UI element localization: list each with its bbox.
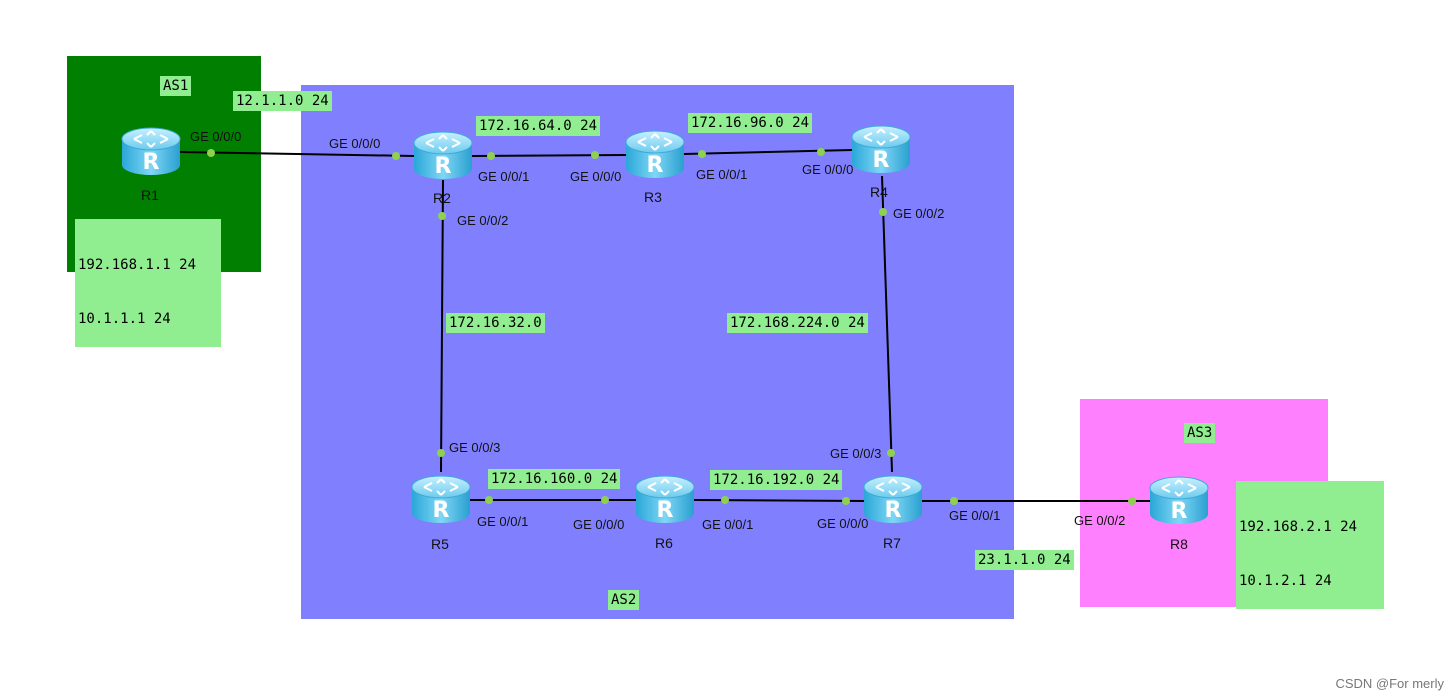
loopback-r8-1: 192.168.2.1 24 <box>1239 519 1358 535</box>
loopback-r1-2: 10.1.1.1 24 <box>78 311 171 327</box>
router-icon[interactable] <box>410 469 472 531</box>
port-dot <box>1128 497 1136 505</box>
port-label-r1-g000: GE 0/0/0 <box>190 129 242 144</box>
link-r3-r4 <box>683 149 853 155</box>
network-label-r4-r7: 172.168.224.0 24 <box>727 313 868 333</box>
port-label-r2-g002: GE 0/0/2 <box>457 213 509 228</box>
port-label-r5-g003: GE 0/0/3 <box>449 440 501 455</box>
network-label-r1-r2: 12.1.1.0 24 <box>233 91 332 111</box>
network-label-r5-r6: 172.16.160.0 24 <box>488 469 621 489</box>
port-dot <box>879 208 887 216</box>
network-label-r7-r8: 23.1.1.0 24 <box>975 550 1074 570</box>
port-dot <box>207 149 215 157</box>
router-icon[interactable] <box>1148 470 1210 532</box>
port-dot <box>437 449 445 457</box>
as1-label: AS1 <box>160 76 192 96</box>
port-label-r6-g001: GE 0/0/1 <box>702 517 754 532</box>
network-label-r2-r5: 172.16.32.0 <box>446 313 545 333</box>
router-name-r4: R4 <box>870 184 888 200</box>
port-label-r3-g000: GE 0/0/0 <box>570 169 622 184</box>
link-r1-r2 <box>179 151 415 157</box>
port-label-r8-g002: GE 0/0/2 <box>1074 513 1126 528</box>
router-name-r7: R7 <box>883 535 901 551</box>
link-r2-r5 <box>440 179 444 473</box>
as3-label: AS3 <box>1184 423 1216 443</box>
port-dot <box>950 497 958 505</box>
network-label-r3-r4: 172.16.96.0 24 <box>688 113 813 133</box>
loopback-r8-2: 10.1.2.1 24 <box>1239 573 1332 589</box>
router-icon[interactable] <box>850 119 912 181</box>
link-r4-r7 <box>881 175 893 473</box>
port-dot <box>438 212 446 220</box>
port-dot <box>698 150 706 158</box>
port-dot <box>601 496 609 504</box>
router-name-r8: R8 <box>1170 536 1188 552</box>
router-icon[interactable] <box>624 124 686 186</box>
link-r2-r3 <box>471 154 627 157</box>
loopbacks-r8: 192.168.2.1 24 10.1.2.1 24 <box>1236 481 1384 609</box>
port-label-r2-g001: GE 0/0/1 <box>478 169 530 184</box>
port-dot <box>487 152 495 160</box>
loopback-r1-1: 192.168.1.1 24 <box>78 257 197 273</box>
router-name-r5: R5 <box>431 536 449 552</box>
port-dot <box>485 496 493 504</box>
port-dot <box>392 152 400 160</box>
router-icon[interactable] <box>862 469 924 531</box>
port-label-r5-g001: GE 0/0/1 <box>477 514 529 529</box>
router-name-r1: R1 <box>141 187 159 203</box>
network-label-r6-r7: 172.16.192.0 24 <box>710 470 843 490</box>
router-name-r3: R3 <box>644 189 662 205</box>
port-label-r7-g003: GE 0/0/3 <box>830 446 882 461</box>
watermark: CSDN @For merly <box>1335 676 1444 691</box>
link-r6-r7 <box>693 499 865 502</box>
port-dot <box>842 497 850 505</box>
router-icon[interactable] <box>634 469 696 531</box>
port-label-r2-g000: GE 0/0/0 <box>329 136 381 151</box>
port-dot <box>887 449 895 457</box>
port-label-r7-g000: GE 0/0/0 <box>817 516 869 531</box>
port-label-r3-g001: GE 0/0/1 <box>696 167 748 182</box>
router-icon[interactable] <box>120 121 182 183</box>
as2-label: AS2 <box>608 590 640 610</box>
router-icon[interactable] <box>412 125 474 187</box>
port-dot <box>817 148 825 156</box>
port-label-r4-g000: GE 0/0/0 <box>802 162 854 177</box>
router-name-r2: R2 <box>433 190 451 206</box>
port-label-r4-g002: GE 0/0/2 <box>893 206 945 221</box>
network-label-r2-r3: 172.16.64.0 24 <box>476 116 601 136</box>
router-name-r6: R6 <box>655 535 673 551</box>
port-label-r6-g000: GE 0/0/0 <box>573 517 625 532</box>
loopbacks-r1: 192.168.1.1 24 10.1.1.1 24 <box>75 219 221 347</box>
port-dot <box>721 496 729 504</box>
port-label-r7-g001: GE 0/0/1 <box>949 508 1001 523</box>
port-dot <box>591 151 599 159</box>
